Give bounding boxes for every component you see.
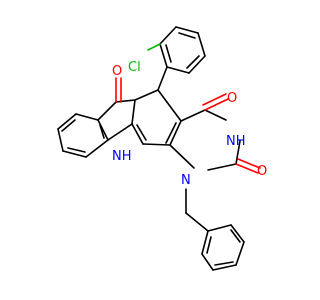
- pyridine-ring: [131, 89, 182, 146]
- upper-carbonyl-oxygen-label: O: [227, 91, 237, 106]
- lower-carbonyl-oxygen-label: O: [257, 164, 267, 179]
- c-cl-bond: [147, 43, 161, 51]
- molecule-structure: Cl O O NH O NH N: [57, 26, 267, 271]
- benzyl-nitrogen-label: N: [181, 173, 191, 188]
- upper-carbonyl-bond-2: [202, 93, 227, 106]
- lower-carbonyl-bond: [235, 163, 259, 174]
- ring-link-bond: [157, 66, 168, 91]
- chlorophenyl-ring: [159, 26, 206, 74]
- pyridine-nh-label: NH: [112, 149, 132, 164]
- pyrimidinedione-ring: [169, 109, 241, 171]
- upper-carbonyl-bond: [204, 98, 229, 111]
- indenone-ring: [97, 99, 136, 141]
- chlorine-label: Cl: [128, 60, 141, 75]
- imide-nh-label: NH: [226, 134, 246, 149]
- ch2-ph-bond: [185, 212, 209, 232]
- benzyl-phenyl-ring: [201, 224, 245, 271]
- ketone-oxygen-label: O: [112, 64, 122, 79]
- indene-benzene-ring: [57, 113, 109, 158]
- lower-carbonyl-bond-2: [237, 158, 261, 169]
